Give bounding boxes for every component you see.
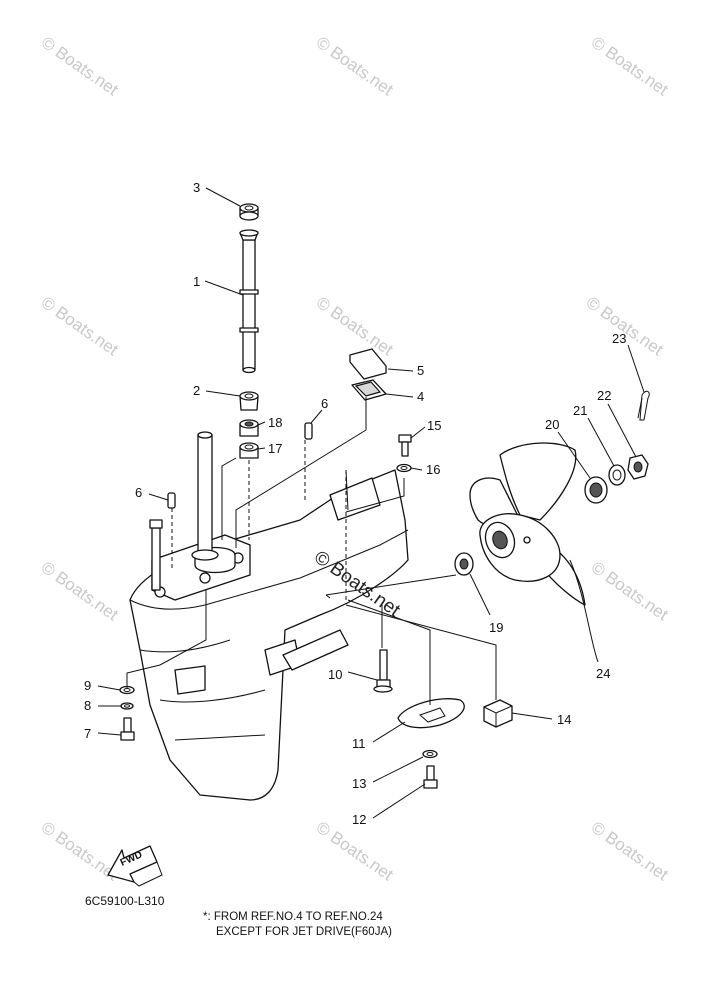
bolt-10 [373,649,393,693]
callout-4: 4 [417,389,424,404]
callout-1: 1 [193,274,200,289]
washer-13 [422,749,438,759]
washer-16 [396,463,412,473]
callout-15: 15 [427,418,441,433]
stud-bolt [149,519,163,591]
collar-3 [239,203,259,221]
callout-labels: 3 1 2 18 17 6 6 5 4 15 16 23 22 21 20 19… [84,180,626,827]
washer-8 [120,702,134,710]
propeller-24 [469,442,586,606]
watermark: © Boats.net [588,558,672,625]
drive-shaft [239,229,259,374]
callout-10: 10 [328,667,342,682]
watermark: © Boats.net [38,293,122,360]
watermark: © Boats.net [583,293,667,360]
diagram-code: 6C59100-L310 [85,894,165,908]
callout-18: 18 [268,415,282,430]
watermark: © Boats.net [313,293,397,360]
watermark: © Boats.net [38,33,122,100]
callout-23: 23 [612,331,626,346]
leader-lines [97,187,645,819]
callout-17: 17 [268,441,282,456]
bolt-7 [120,717,135,741]
footnote-line-1: *: FROM REF.NO.4 TO REF.NO.24 [203,911,383,923]
dowel-pins-6 [167,422,313,509]
fwd-arrow-icon: FWD [107,845,163,887]
plate-4 [351,379,387,401]
trim-tab-11 [397,698,465,729]
callout-2: 2 [193,383,200,398]
callout-12: 12 [352,812,366,827]
callout-22: 22 [597,388,611,403]
anode-14 [483,699,513,728]
watermark: © Boats.net [38,558,122,625]
callout-3: 3 [193,180,200,195]
callout-13: 13 [352,776,366,791]
bushing-17 [239,442,259,459]
lower-casing [129,469,409,801]
watermark: © Boats.net [313,33,397,100]
callout-14: 14 [557,712,571,727]
callout-8: 8 [84,698,91,713]
callout-6-lower: 6 [135,485,142,500]
bolt-12 [423,765,438,789]
bushing-2 [239,391,259,411]
callout-16: 16 [426,462,440,477]
callout-7: 7 [84,726,91,741]
plate-5 [349,348,387,380]
washer-21 [608,464,626,486]
nut-22 [627,454,649,480]
watermark: © Boats.net [588,818,672,885]
seal-18 [239,419,259,437]
thrust-washer-19 [454,552,474,576]
callout-6-upper: 6 [321,396,328,411]
callout-21: 21 [573,403,587,418]
cotter-pin-23 [637,390,650,421]
callout-11: 11 [352,736,366,751]
bolt-15 [398,434,412,457]
callout-24: 24 [596,666,610,681]
watermark: © Boats.net [588,33,672,100]
callout-5: 5 [417,363,424,378]
callout-20: 20 [545,417,559,432]
footnote-line-2: EXCEPT FOR JET DRIVE(F60JA) [216,926,392,938]
callout-19: 19 [489,620,503,635]
drive-shaft-stub [191,431,219,561]
watermark: © Boats.net [313,818,397,885]
spacer-20 [584,476,608,504]
callout-9: 9 [84,678,91,693]
